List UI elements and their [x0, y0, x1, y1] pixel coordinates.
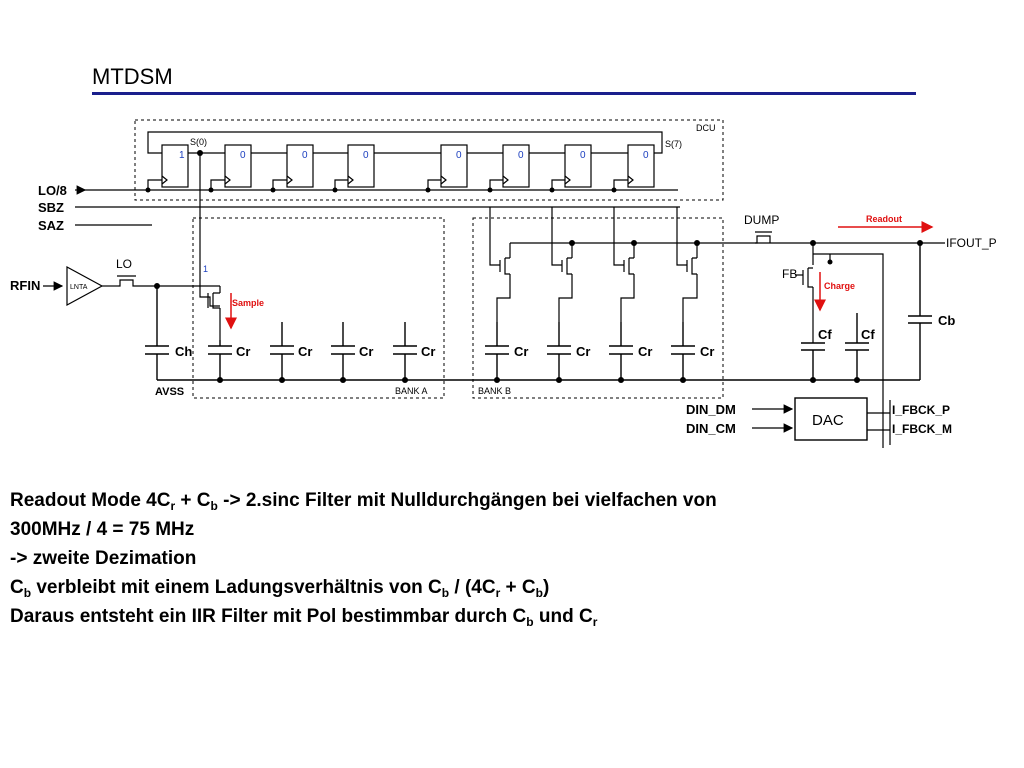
- subscript: b: [441, 586, 450, 600]
- text-fragment: und C: [533, 606, 593, 627]
- lnta-label: LNTA: [70, 284, 88, 291]
- title-underline: [92, 92, 916, 95]
- slide-body-text: Readout Mode 4Cr + Cb -> 2.sinc Filter m…: [10, 486, 1010, 631]
- s7-label: S(7): [665, 139, 682, 149]
- bit-0: 1: [179, 150, 185, 161]
- bit-6: 0: [580, 150, 586, 161]
- cr-label: Cr: [298, 344, 312, 359]
- cr-label: Cr: [700, 344, 714, 359]
- avss-label: AVSS: [155, 386, 184, 398]
- i-fbck-m-label: I_FBCK_M: [892, 422, 952, 436]
- subscript: b: [535, 586, 543, 600]
- bank-b-box: [472, 217, 724, 399]
- flip-flop-6: [564, 144, 592, 188]
- bit-2: 0: [302, 150, 308, 161]
- cf-label: Cf: [818, 327, 832, 342]
- dump-label: DUMP: [744, 213, 779, 227]
- subscript: r: [170, 499, 176, 513]
- bit-4: 0: [456, 150, 462, 161]
- text-fragment: verbleibt mit einem Ladungsverhältnis vo…: [31, 577, 442, 598]
- charge-label: Charge: [824, 281, 855, 291]
- cf-label: Cf: [861, 327, 875, 342]
- text-fragment: -> 2.sinc Filter mit Nulldurchgängen bei…: [217, 490, 717, 511]
- sbz-label: SBZ: [38, 200, 64, 215]
- subscript: r: [592, 615, 598, 629]
- cr-label: Cr: [359, 344, 373, 359]
- shift-register: [85, 131, 678, 191]
- flip-flop-5: [502, 144, 530, 188]
- cr-label: Cr: [236, 344, 250, 359]
- text-line-5: Daraus entsteht ein IIR Filter mit Pol b…: [10, 602, 1010, 631]
- cr-label: Cr: [421, 344, 435, 359]
- cr-label: Cr: [576, 344, 590, 359]
- dcu-label: DCU: [696, 123, 716, 133]
- flip-flop-0: [161, 144, 189, 188]
- text-fragment: Readout Mode 4C: [10, 490, 171, 511]
- bit-5: 0: [518, 150, 524, 161]
- ifout-p-label: IFOUT_P: [946, 236, 997, 250]
- subscript: b: [210, 499, 218, 513]
- text-fragment: / (4C: [449, 577, 496, 598]
- text-fragment: ): [542, 577, 550, 598]
- flip-flop-3: [347, 144, 375, 188]
- readout-label: Readout: [866, 214, 902, 224]
- bit-1: 0: [240, 150, 246, 161]
- bank-a-label: BANK A: [395, 386, 428, 396]
- subscript: b: [23, 586, 32, 600]
- cr-label: Cr: [638, 344, 652, 359]
- text-fragment: + C: [500, 577, 536, 598]
- text-line-3: -> zweite Dezimation: [10, 548, 197, 569]
- s0-label: S(0): [190, 137, 207, 147]
- rfin-label: RFIN: [10, 278, 40, 293]
- fb-label: FB: [782, 267, 797, 281]
- text-fragment: + C: [175, 490, 211, 511]
- i-fbck-p-label: I_FBCK_P: [892, 403, 950, 417]
- slide-title: MTDSM: [92, 64, 173, 89]
- lo-label: LO: [116, 257, 132, 271]
- flip-flop-1: [224, 144, 252, 188]
- lnta-amplifier: [66, 265, 104, 307]
- bank-b-label: BANK B: [478, 386, 511, 396]
- circuit-schematic: DCU 1 0 0 0 0 0 0 0 S(0) S(7): [10, 119, 997, 448]
- subscript: r: [495, 586, 501, 600]
- lo8-label: LO/8: [38, 183, 67, 198]
- flip-flop-2: [286, 144, 314, 188]
- din-dm-label: DIN_DM: [686, 402, 736, 417]
- flip-flop-7: [627, 144, 655, 188]
- text-line-1: Readout Mode 4Cr + Cb -> 2.sinc Filter m…: [10, 486, 1010, 515]
- dac-block: [794, 397, 868, 441]
- din-cm-label: DIN_CM: [686, 421, 736, 436]
- text-line-4: Cb verbleibt mit einem Ladungsverhältnis…: [10, 573, 1010, 602]
- flip-flop-4: [440, 144, 468, 188]
- one-label: 1: [203, 264, 208, 274]
- cr-label: Cr: [514, 344, 528, 359]
- dac-label: DAC: [812, 412, 844, 429]
- saz-label: SAZ: [38, 218, 64, 233]
- text-fragment: Daraus entsteht ein IIR Filter mit Pol b…: [10, 606, 527, 627]
- ch-label: Ch: [175, 344, 192, 359]
- subscript: b: [526, 615, 534, 629]
- sample-label: Sample: [232, 298, 264, 308]
- cb-label: Cb: [938, 313, 955, 328]
- dcu-bits: 1 0 0 0 0 0 0 0: [179, 150, 649, 161]
- bit-3: 0: [363, 150, 369, 161]
- text-fragment: C: [10, 577, 24, 598]
- text-line-2: 300MHz / 4 = 75 MHz: [10, 519, 195, 540]
- dcu-box: [134, 119, 724, 201]
- bit-7: 0: [643, 150, 649, 161]
